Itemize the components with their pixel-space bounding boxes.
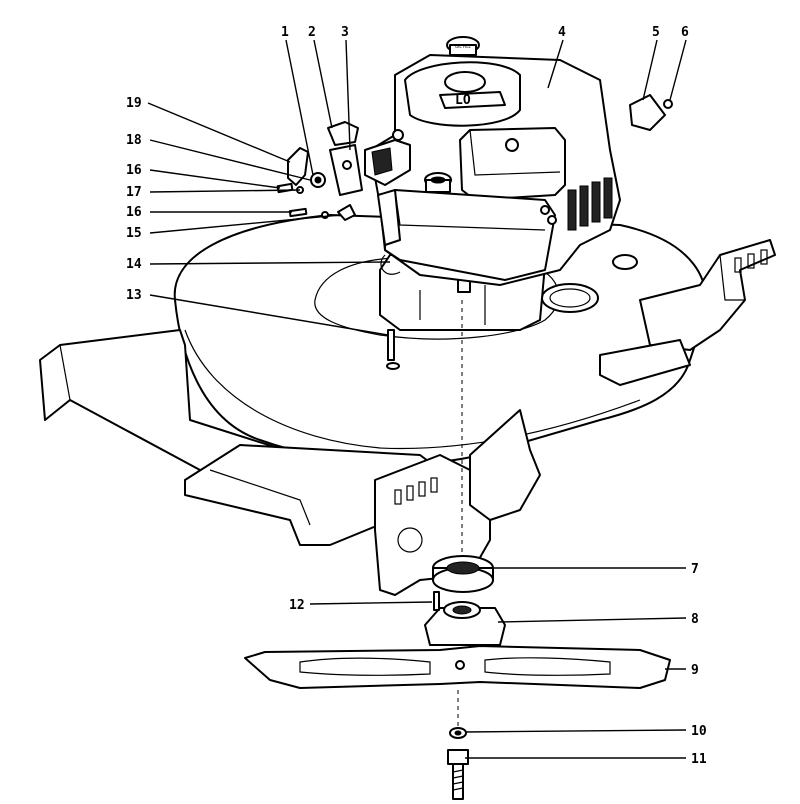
engine: LO OIL FILL — [364, 36, 621, 580]
callout-9: 9 — [691, 663, 699, 678]
callout-6: 6 — [681, 25, 689, 40]
callout-2: 2 — [308, 25, 316, 40]
callout-15: 15 — [126, 226, 142, 241]
tank-label: LO — [455, 93, 471, 108]
callout-13: 13 — [126, 288, 142, 303]
callout-16-lower: 16 — [126, 205, 142, 220]
callout-labels: 1 2 3 4 5 6 7 8 9 10 11 12 13 14 15 16 1… — [126, 25, 707, 767]
callout-3: 3 — [341, 25, 349, 40]
callout-11: 11 — [691, 752, 707, 767]
callout-17: 17 — [126, 185, 142, 200]
leader-lines — [147, 39, 687, 759]
callout-12: 12 — [289, 598, 305, 613]
blade-assembly — [244, 555, 671, 800]
throttle-parts — [276, 94, 673, 370]
callout-19: 19 — [126, 96, 142, 111]
callout-14: 14 — [126, 257, 142, 272]
oil-cap-label: OIL FILL — [455, 44, 472, 49]
callout-18: 18 — [126, 133, 142, 148]
callout-1: 1 — [281, 25, 289, 40]
callout-16-upper: 16 — [126, 163, 142, 178]
callout-7: 7 — [691, 562, 699, 577]
callout-10: 10 — [691, 724, 707, 739]
callout-4: 4 — [558, 25, 566, 40]
callout-8: 8 — [691, 612, 699, 627]
callout-5: 5 — [652, 25, 660, 40]
